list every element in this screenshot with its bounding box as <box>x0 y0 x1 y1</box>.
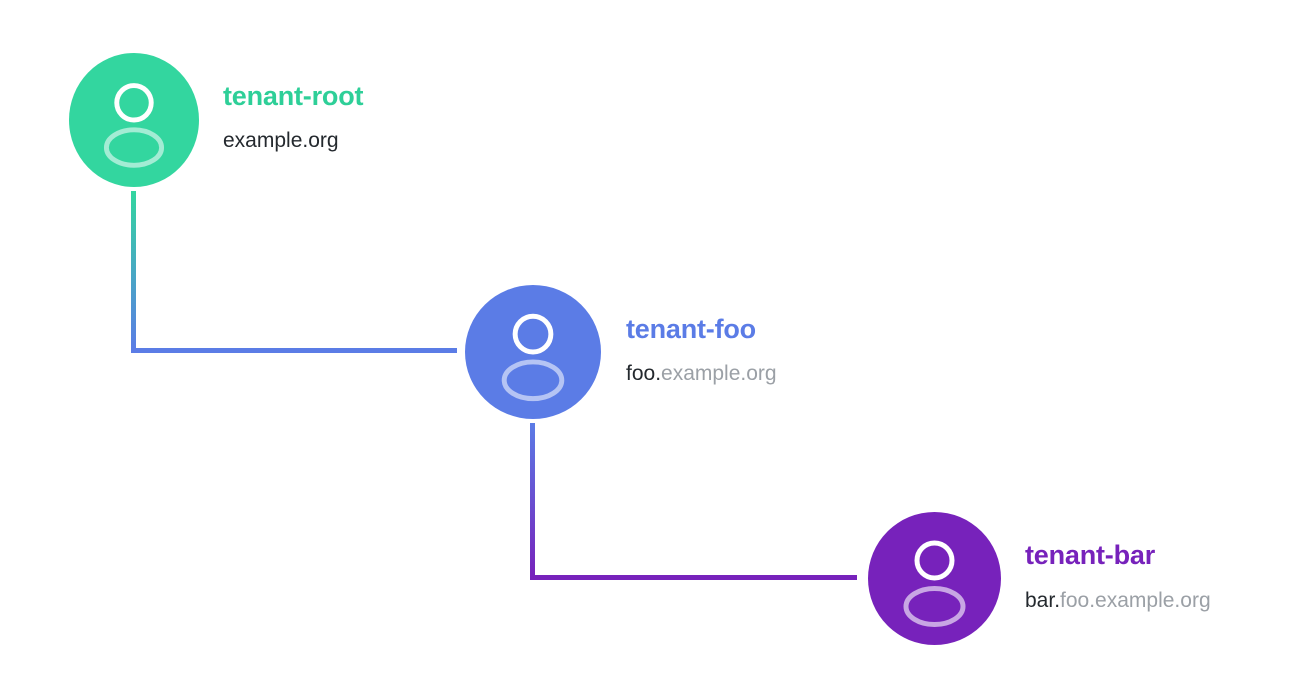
avatar[interactable] <box>465 285 601 419</box>
node-domain: foo.example.org <box>626 362 777 385</box>
domain-prefix: bar. <box>1025 588 1061 612</box>
avatar[interactable] <box>868 512 1001 645</box>
avatar[interactable] <box>69 53 199 187</box>
person-avatar-icon <box>501 313 565 402</box>
domain-suffix: example.org <box>661 362 777 386</box>
tenant-node-tenant-foo[interactable]: tenant-foo foo.example.org <box>465 285 777 419</box>
domain-suffix: foo.example.org <box>1060 588 1211 612</box>
domain-prefix: foo. <box>626 362 662 386</box>
node-labels: tenant-foo foo.example.org <box>626 313 777 386</box>
person-avatar-icon <box>903 540 966 627</box>
node-domain: example.org <box>223 129 363 152</box>
tenant-node-tenant-root[interactable]: tenant-root example.org <box>69 53 363 187</box>
connector-root-to-foo <box>131 191 457 353</box>
node-title: tenant-root <box>223 80 364 111</box>
node-domain: bar.foo.example.org <box>1025 589 1211 612</box>
node-labels: tenant-root example.org <box>223 80 364 153</box>
node-labels: tenant-bar bar.foo.example.org <box>1025 540 1211 612</box>
connector-foo-to-bar <box>530 423 857 580</box>
node-title: tenant-foo <box>626 313 756 344</box>
person-avatar-icon <box>103 83 165 168</box>
node-title: tenant-bar <box>1025 540 1156 571</box>
tenant-node-tenant-bar[interactable]: tenant-bar bar.foo.example.org <box>868 512 1211 645</box>
domain-prefix: example.org <box>223 129 339 153</box>
